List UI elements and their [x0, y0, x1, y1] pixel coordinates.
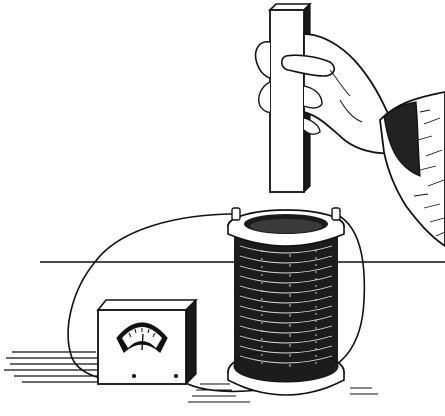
meter-terminal-right — [174, 374, 178, 378]
coil — [228, 208, 344, 395]
hand-thumb — [256, 42, 270, 78]
sleeve — [380, 92, 445, 246]
galvanometer — [98, 300, 196, 384]
hand-fingers-back — [259, 82, 270, 112]
meter-terminal-left — [132, 374, 136, 378]
ground-shadow — [4, 352, 104, 382]
coil-winding — [234, 236, 338, 366]
meter-needle — [142, 334, 143, 350]
